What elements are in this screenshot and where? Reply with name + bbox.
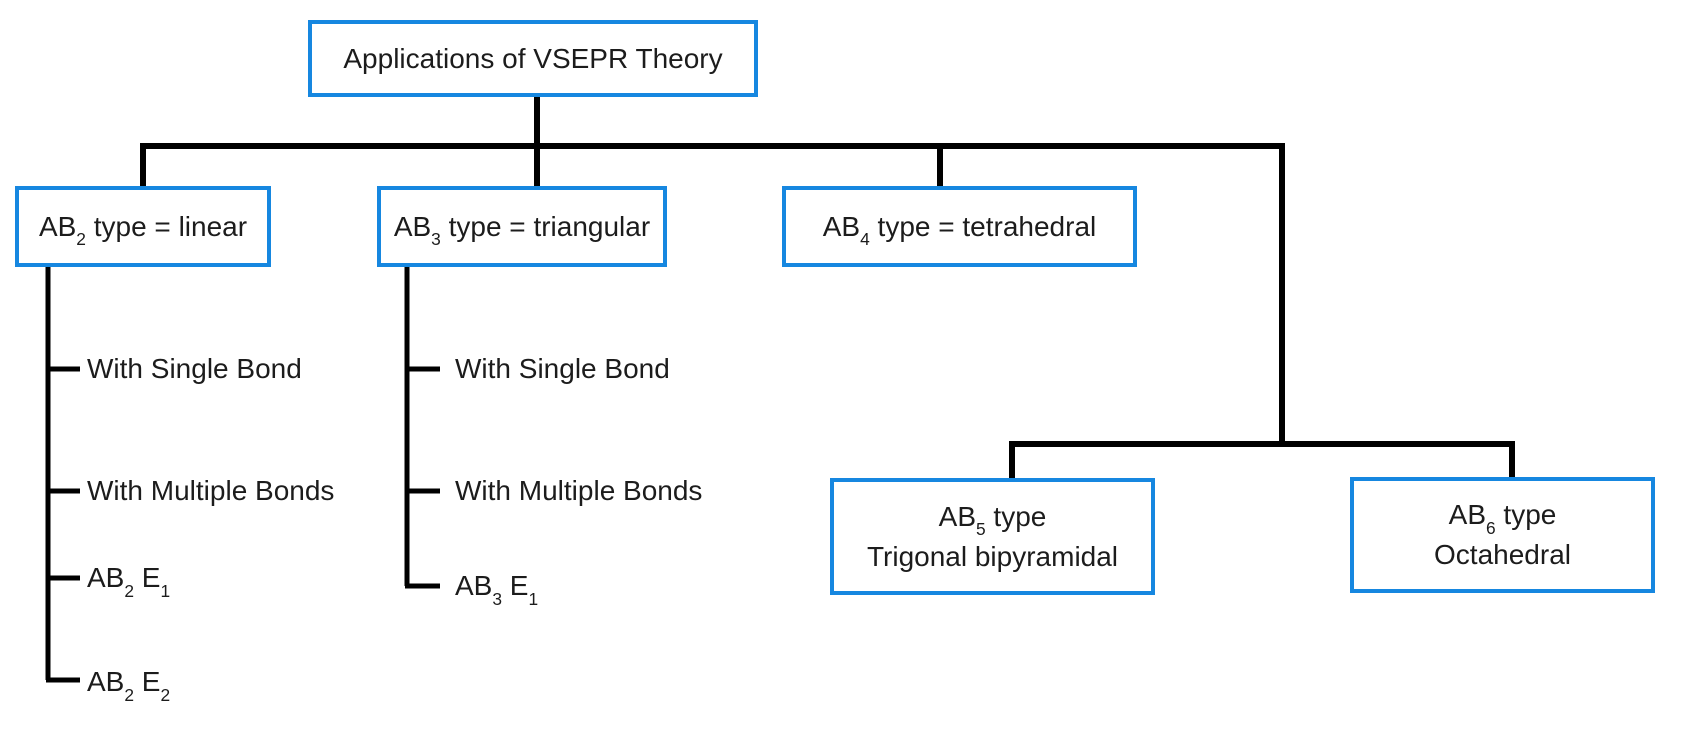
leaf-label: AB3 E1 [455,570,539,609]
leaf-ab2-e2: AB2 E2 [87,662,171,705]
node-ab4: AB4 type = tetrahedral [782,186,1137,267]
node-ab3: AB3 type = triangular [377,186,667,267]
node-root: Applications of VSEPR Theory [308,20,758,97]
node-ab5-line2: Trigonal bipyramidal [866,540,1119,572]
node-ab2: AB2 type = linear [15,186,271,267]
node-ab5-line1: AB5 type [938,500,1047,540]
node-ab5: AB5 type Trigonal bipyramidal [830,478,1155,595]
leaf-label: With Single Bond [455,353,670,384]
node-ab4-label: AB4 type = tetrahedral [822,210,1097,250]
leaf-label: With Single Bond [87,353,302,384]
node-ab3-label: AB3 type = triangular [393,210,651,250]
leaf-ab3-single-bond: With Single Bond [455,349,670,389]
leaf-label: AB2 E2 [87,666,171,705]
leaf-label: With Multiple Bonds [455,475,703,506]
leaf-ab3-e1: AB3 E1 [455,566,539,609]
node-ab6-line1: AB6 type [1448,499,1557,538]
leaf-ab2-e1: AB2 E1 [87,558,171,601]
leaf-ab2-multiple-bonds: With Multiple Bonds [87,471,334,511]
leaf-label: With Multiple Bonds [87,475,335,506]
leaf-ab2-single-bond: With Single Bond [87,349,302,389]
node-ab6-line2: Octahedral [1434,539,1571,570]
node-ab6: AB6 type Octahedral [1350,477,1655,593]
node-root-label: Applications of VSEPR Theory [343,42,723,74]
node-ab2-label: AB2 type = linear [38,210,248,250]
leaf-ab3-multiple-bonds: With Multiple Bonds [455,471,702,511]
leaf-label: AB2 E1 [87,562,171,601]
